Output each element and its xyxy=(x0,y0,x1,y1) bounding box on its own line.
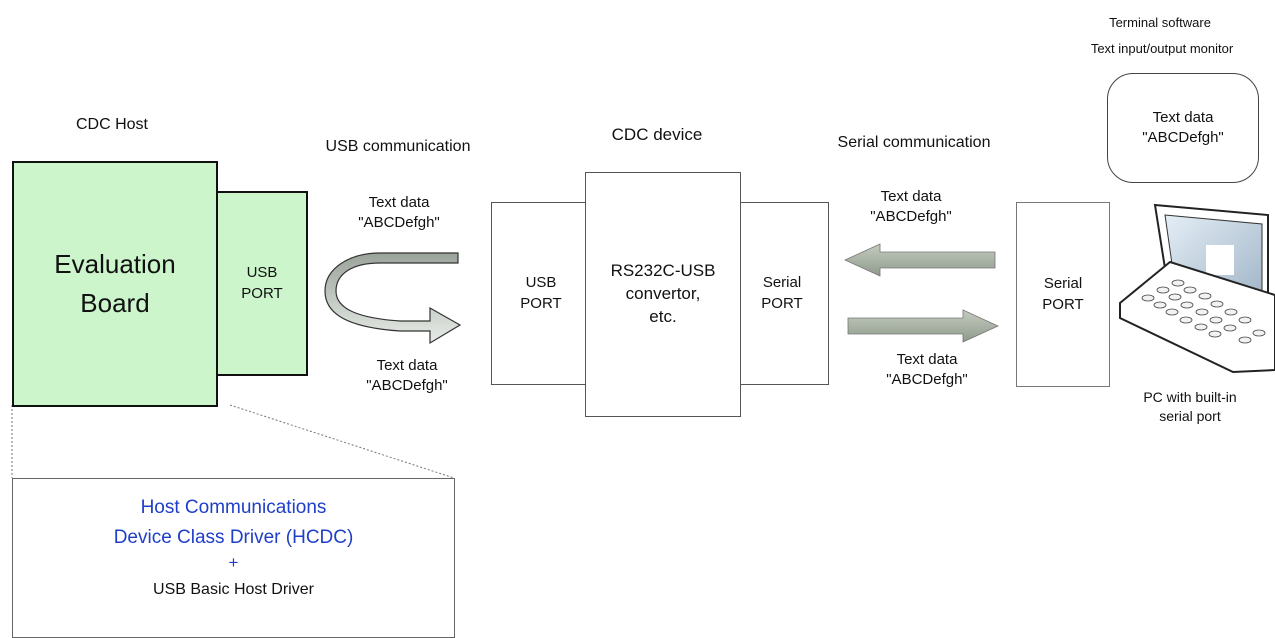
text-data-title: Text data xyxy=(376,357,438,374)
text-data-title: Text data xyxy=(1152,108,1214,126)
eval-board-line1: Evaluation xyxy=(54,249,176,279)
pc-serial-port: Serial PORT xyxy=(1016,202,1110,387)
converter-line3: etc. xyxy=(649,306,677,326)
device-usb-port-line1: USB xyxy=(525,274,557,292)
serial-right-arrow xyxy=(847,309,999,343)
usb-comm-label: USB communication xyxy=(325,138,471,155)
eval-board-line2: Board xyxy=(80,288,150,318)
host-usb-port-line1: USB xyxy=(246,264,278,282)
serial-comm-label: Serial communication xyxy=(837,134,991,151)
driver-line1: Host Communications xyxy=(140,497,327,518)
text-data-title: Text data xyxy=(896,351,958,368)
device-usb-port: USB PORT xyxy=(491,202,591,385)
text-io-monitor-label: Text input/output monitor xyxy=(1090,41,1234,56)
pc-label: PC with built-in serial port xyxy=(1110,388,1270,426)
driver-line2: Device Class Driver (HCDC) xyxy=(113,526,354,548)
cdc-host-label: CDC Host xyxy=(75,116,148,133)
text-data-value: "ABCDefgh" xyxy=(1142,129,1224,146)
pc-label-line1: PC with built-in xyxy=(1143,389,1237,405)
host-usb-port: USB PORT xyxy=(216,191,308,376)
text-data-title: Text data xyxy=(368,194,430,211)
device-serial-port-line1: Serial xyxy=(762,274,802,292)
usb-text-data-bottom: Text data "ABCDefgh" xyxy=(338,356,476,397)
usb-text-data-top: Text data "ABCDefgh" xyxy=(330,193,468,234)
driver-box: Host Communications Device Class Driver … xyxy=(12,478,455,638)
device-serial-port-line2: PORT xyxy=(761,294,803,312)
text-data-title: Text data xyxy=(880,188,942,205)
serial-left-arrow xyxy=(844,243,996,277)
pc-label-line2: serial port xyxy=(1159,407,1221,424)
driver-plus: + xyxy=(228,553,239,573)
terminal-monitor-box: Text data "ABCDefgh" xyxy=(1107,73,1259,183)
serial-text-data-bottom: Text data "ABCDefgh" xyxy=(858,350,996,391)
converter-line2: convertor, xyxy=(625,284,701,304)
cdc-device-label: CDC device xyxy=(611,125,703,144)
evaluation-board: Evaluation Board xyxy=(12,161,218,407)
host-usb-port-line2: PORT xyxy=(241,284,283,302)
device-usb-port-line2: PORT xyxy=(520,294,562,312)
board-to-driver-connector xyxy=(11,404,455,479)
rs232c-usb-converter: RS232C-USB convertor, etc. xyxy=(585,172,741,417)
terminal-software-label: Terminal software xyxy=(1109,15,1211,30)
usb-comm-curved-arrow xyxy=(324,252,462,345)
pc-serial-port-line1: Serial xyxy=(1043,275,1083,293)
serial-text-data-top: Text data "ABCDefgh" xyxy=(842,187,980,228)
device-serial-port: Serial PORT xyxy=(735,202,829,385)
text-data-value: "ABCDefgh" xyxy=(886,371,968,389)
text-data-value: "ABCDefgh" xyxy=(870,208,952,226)
driver-line3: USB Basic Host Driver xyxy=(153,581,314,599)
converter-line1: RS232C-USB xyxy=(610,261,716,281)
pc-serial-port-line2: PORT xyxy=(1042,295,1084,313)
laptop-icon xyxy=(1119,203,1275,374)
text-data-value: "ABCDefgh" xyxy=(366,377,448,395)
text-data-value: "ABCDefgh" xyxy=(358,214,440,232)
